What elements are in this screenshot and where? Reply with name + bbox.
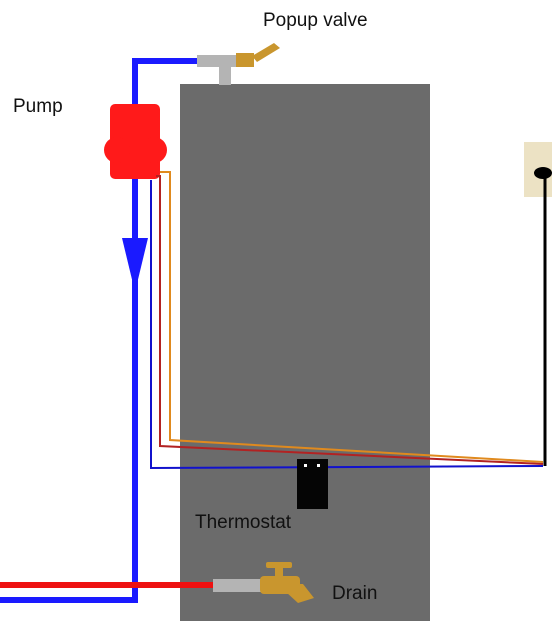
- pump-motor-right: [141, 137, 167, 163]
- wire-orange: [160, 171, 544, 463]
- drain-valve-handle-icon: [266, 562, 292, 568]
- thermostat-terminal-right: [317, 464, 320, 467]
- thermostat-terminal-left: [304, 464, 307, 467]
- pump-label: Pump: [13, 96, 63, 117]
- drain-valve-stem: [275, 566, 283, 580]
- wire-red: [156, 175, 544, 465]
- drain-label: Drain: [332, 583, 377, 604]
- plug-icon: [534, 167, 552, 179]
- water-heater-tank: [180, 84, 430, 621]
- recirculation-pipe-cold: [0, 58, 198, 603]
- thermostat-box: [297, 459, 328, 509]
- wire-blue: [150, 180, 544, 470]
- drain-pipe-fitting: [213, 579, 263, 592]
- pump-motor-left: [104, 137, 130, 163]
- popup-valve-body: [236, 53, 254, 67]
- drain-spout-icon: [286, 584, 314, 603]
- popup-valve-lever-icon: [252, 43, 280, 62]
- flow-direction-arrow-icon: [122, 238, 148, 292]
- thermostat-label: Thermostat: [195, 512, 292, 533]
- popup-valve-label: Popup valve: [263, 10, 368, 31]
- popup-valve-stem: [219, 60, 231, 85]
